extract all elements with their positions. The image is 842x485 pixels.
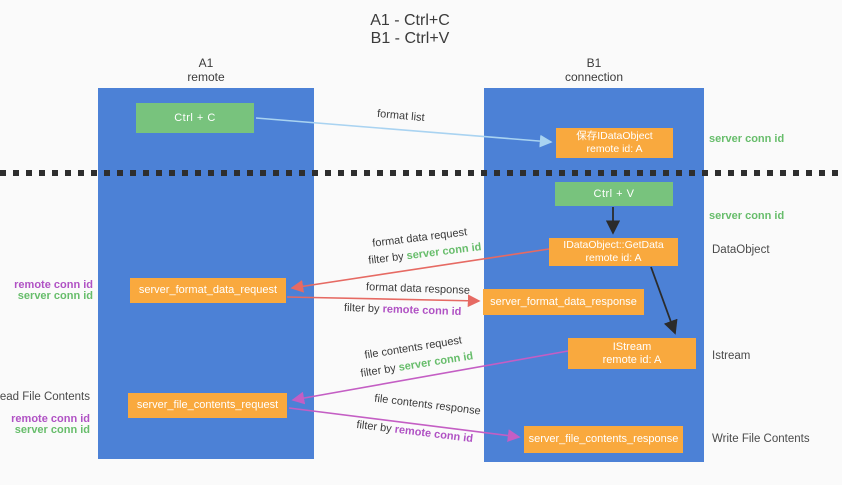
dataobject-label: DataObject xyxy=(712,244,770,256)
format-data-response-arrow xyxy=(286,294,481,308)
filter-by-text: filter by xyxy=(355,418,393,436)
save-idataobject-line2: remote id: A xyxy=(586,143,643,155)
idataobject-getdata-box: IDataObject::GetData remote id: A xyxy=(549,238,678,266)
server-file-contents-response-box: server_file_contents_response xyxy=(524,426,683,453)
server-file-contents-request-label: server_file_contents_request xyxy=(136,399,279,411)
title-line-2: B1 - Ctrl+V xyxy=(370,30,450,47)
remote-conn-id-text: remote conn id xyxy=(393,423,474,446)
lifeline-header-a1: A1 remote xyxy=(98,56,314,84)
server-file-contents-response-label: server_file_contents_response xyxy=(528,433,679,445)
format-data-response-label: format data response xyxy=(365,281,471,297)
istream-box: IStream remote id: A xyxy=(568,338,696,369)
file-contents-response-label: file contents response xyxy=(373,392,482,418)
format-data-response-filter-label: filter by remote conn id xyxy=(344,302,462,318)
idataobject-getdata-line2: remote id: A xyxy=(585,252,642,264)
ctrl-v-box: Ctrl + V xyxy=(555,182,673,206)
remote-conn-id-left-1: remote conn id xyxy=(14,279,93,291)
diagram-title: A1 - Ctrl+C B1 - Ctrl+V xyxy=(320,12,500,48)
session-separator-dashed-line xyxy=(0,170,842,176)
format-list-label: format list xyxy=(376,107,426,125)
idataobject-getdata-line1: IDataObject::GetData xyxy=(563,239,664,251)
server-format-data-response-box: server_format_data_response xyxy=(483,289,644,315)
left-conn-id-pair-top: remote conn id server conn id xyxy=(14,280,93,302)
server-conn-id-left-1: server conn id xyxy=(17,290,93,302)
istream-side-label: Istream xyxy=(712,350,751,362)
istream-line1: IStream xyxy=(612,340,652,353)
server-file-contents-request-box: server_file_contents_request xyxy=(128,393,287,418)
lifeline-a1-name: A1 xyxy=(198,56,214,70)
server-conn-id-left-2: server conn id xyxy=(14,424,90,436)
left-conn-id-pair-bottom: remote conn id server conn id xyxy=(11,414,90,436)
lifeline-header-b1: B1 connection xyxy=(484,56,704,84)
istream-line2: remote id: A xyxy=(602,353,662,366)
server-conn-id-right-mid-label: server conn id xyxy=(709,210,785,222)
ctrl-c-label: Ctrl + C xyxy=(174,111,216,124)
title-line-1: A1 - Ctrl+C xyxy=(370,12,450,29)
server-format-data-request-label: server_format_data_request xyxy=(138,284,278,296)
filter-by-text: filter by xyxy=(367,250,405,267)
server-conn-id-right-top-label: server conn id xyxy=(709,133,785,145)
filter-by-text: filter by xyxy=(359,362,397,380)
server-format-data-request-box: server_format_data_request xyxy=(130,278,286,303)
server-format-data-response-label: server_format_data_response xyxy=(490,295,637,308)
ctrl-c-box: Ctrl + C xyxy=(136,103,254,133)
remote-conn-id-left-2: remote conn id xyxy=(11,413,90,425)
filter-by-text: filter by xyxy=(343,301,380,316)
ctrl-v-label: Ctrl + V xyxy=(593,187,635,200)
remote-conn-id-text: remote conn id xyxy=(382,303,462,319)
lifeline-b1-role: connection xyxy=(564,70,624,84)
read-file-contents-label: Read File Contents xyxy=(0,391,90,403)
lifeline-b1-name: B1 xyxy=(586,56,602,70)
file-contents-response-filter-label: filter by remote conn id xyxy=(356,419,474,445)
lifeline-a1-role: remote xyxy=(187,70,225,84)
save-idataobject-line1: 保存IDataObject xyxy=(576,130,653,142)
write-file-contents-label: Write File Contents xyxy=(712,433,810,445)
save-idataobject-box: 保存IDataObject remote id: A xyxy=(556,128,673,158)
